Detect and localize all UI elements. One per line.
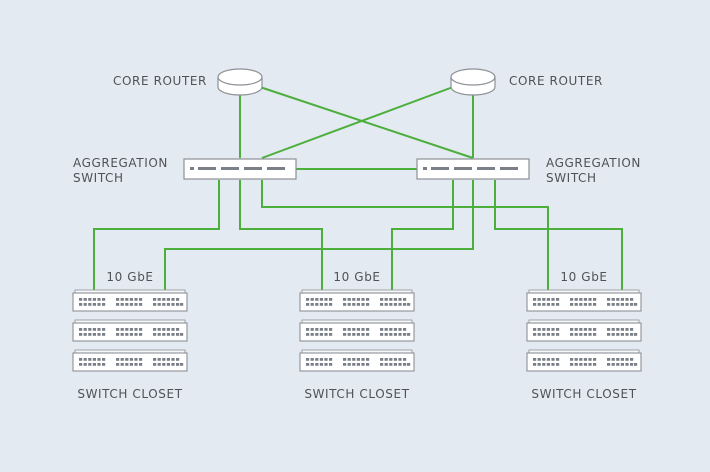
aggregation-switch-label-line2: SWITCH: [546, 171, 597, 185]
link-agg-right-to-closet-1: [164, 180, 474, 290]
switch-unit-ports: [533, 358, 638, 366]
aggregation-switch-right: AGGREGATION SWITCH: [416, 156, 641, 185]
uplink-speed-label: 10 GbE: [560, 270, 607, 284]
stacked-switch-unit: [72, 349, 188, 372]
core-router-label: CORE ROUTER: [113, 74, 207, 88]
switch-unit-body: [299, 322, 415, 342]
switch-unit-body: [72, 352, 188, 372]
switch-unit-body: [299, 352, 415, 372]
link-agg-left-to-closet-1: [93, 180, 220, 290]
switch-closet-label: SWITCH CLOSET: [531, 387, 636, 401]
switch-closet-3: 10 GbE SWITCH CLOSET: [526, 270, 642, 401]
stacked-switch-unit: [299, 349, 415, 372]
switch-unit-ports: [533, 298, 638, 306]
stacked-switch-unit: [72, 319, 188, 342]
core-router-right: CORE ROUTER: [450, 68, 603, 96]
switch-closet-label: SWITCH CLOSET: [304, 387, 409, 401]
link-agg-right-to-closet-2: [391, 180, 454, 290]
stacked-switch-unit: [299, 319, 415, 342]
switch-icon: [416, 158, 530, 180]
switch-closet-label: SWITCH CLOSET: [77, 387, 182, 401]
switch-unit-ports: [79, 328, 184, 336]
stacked-switch-unit: [526, 289, 642, 312]
link-core-left-to-agg-right: [259, 86, 474, 159]
stacked-switch-unit: [72, 289, 188, 312]
switch-unit-body: [526, 322, 642, 342]
switch-unit-body: [72, 292, 188, 312]
aggregation-switch-label-line2: SWITCH: [73, 171, 124, 185]
uplink-speed-label: 10 GbE: [333, 270, 380, 284]
stacked-switch-unit: [526, 319, 642, 342]
switch-closet-2: 10 GbE SWITCH CLOSET: [299, 270, 415, 401]
switch-unit-ports: [79, 358, 184, 366]
router-icon-top: [217, 68, 263, 86]
switch-icon: [183, 158, 297, 180]
aggregation-switch-left: AGGREGATION SWITCH: [73, 156, 297, 185]
switch-unit-body: [526, 352, 642, 372]
link-core-right-to-agg-left: [261, 86, 454, 159]
switch-unit-ports: [533, 328, 638, 336]
router-icon-top: [450, 68, 496, 86]
link-agg-left-to-closet-3: [261, 180, 549, 290]
switch-ports: [423, 167, 518, 170]
switch-unit-body: [299, 292, 415, 312]
uplink-speed-label: 10 GbE: [106, 270, 153, 284]
switch-unit-body: [72, 322, 188, 342]
switch-unit-ports: [306, 298, 411, 306]
core-router-label: CORE ROUTER: [509, 74, 603, 88]
link-agg-right-to-closet-3: [494, 180, 623, 290]
core-router-left: CORE ROUTER: [113, 68, 263, 96]
switch-ports: [190, 167, 285, 170]
switch-unit-ports: [306, 328, 411, 336]
stacked-switch-unit: [526, 349, 642, 372]
switch-unit-ports: [306, 358, 411, 366]
aggregation-switch-label-line1: AGGREGATION: [73, 156, 168, 170]
stacked-switch-unit: [299, 289, 415, 312]
link-agg-left-to-closet-2: [239, 180, 323, 290]
switch-closet-1: 10 GbE SWITCH CLOSET: [72, 270, 188, 401]
switch-unit-body: [526, 292, 642, 312]
aggregation-switch-label-line1: AGGREGATION: [546, 156, 641, 170]
switch-unit-ports: [79, 298, 184, 306]
links: [93, 86, 623, 290]
